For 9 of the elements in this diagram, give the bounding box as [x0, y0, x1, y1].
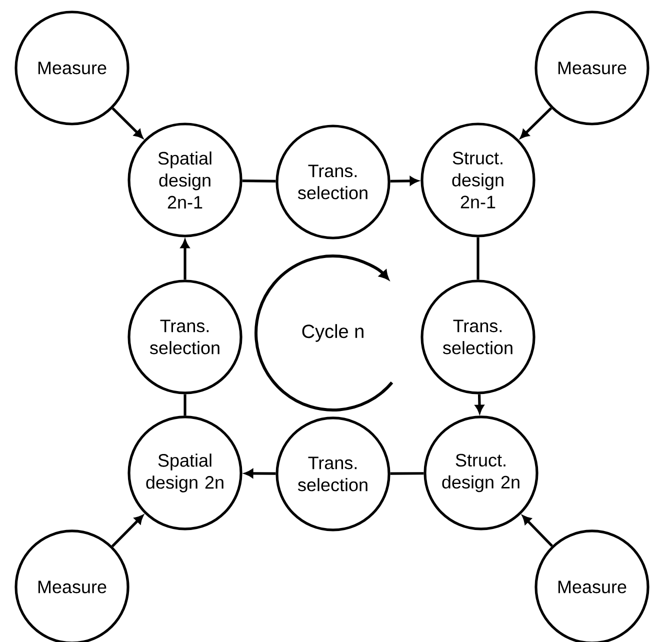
arrow — [390, 176, 418, 186]
arrow — [111, 515, 144, 548]
arrow — [522, 515, 553, 547]
arrow — [475, 394, 484, 414]
cycle-label: Cycle n — [302, 324, 364, 342]
arrow — [112, 107, 143, 138]
arrow — [180, 240, 190, 280]
arrow — [520, 107, 552, 138]
arrow — [244, 469, 276, 478]
